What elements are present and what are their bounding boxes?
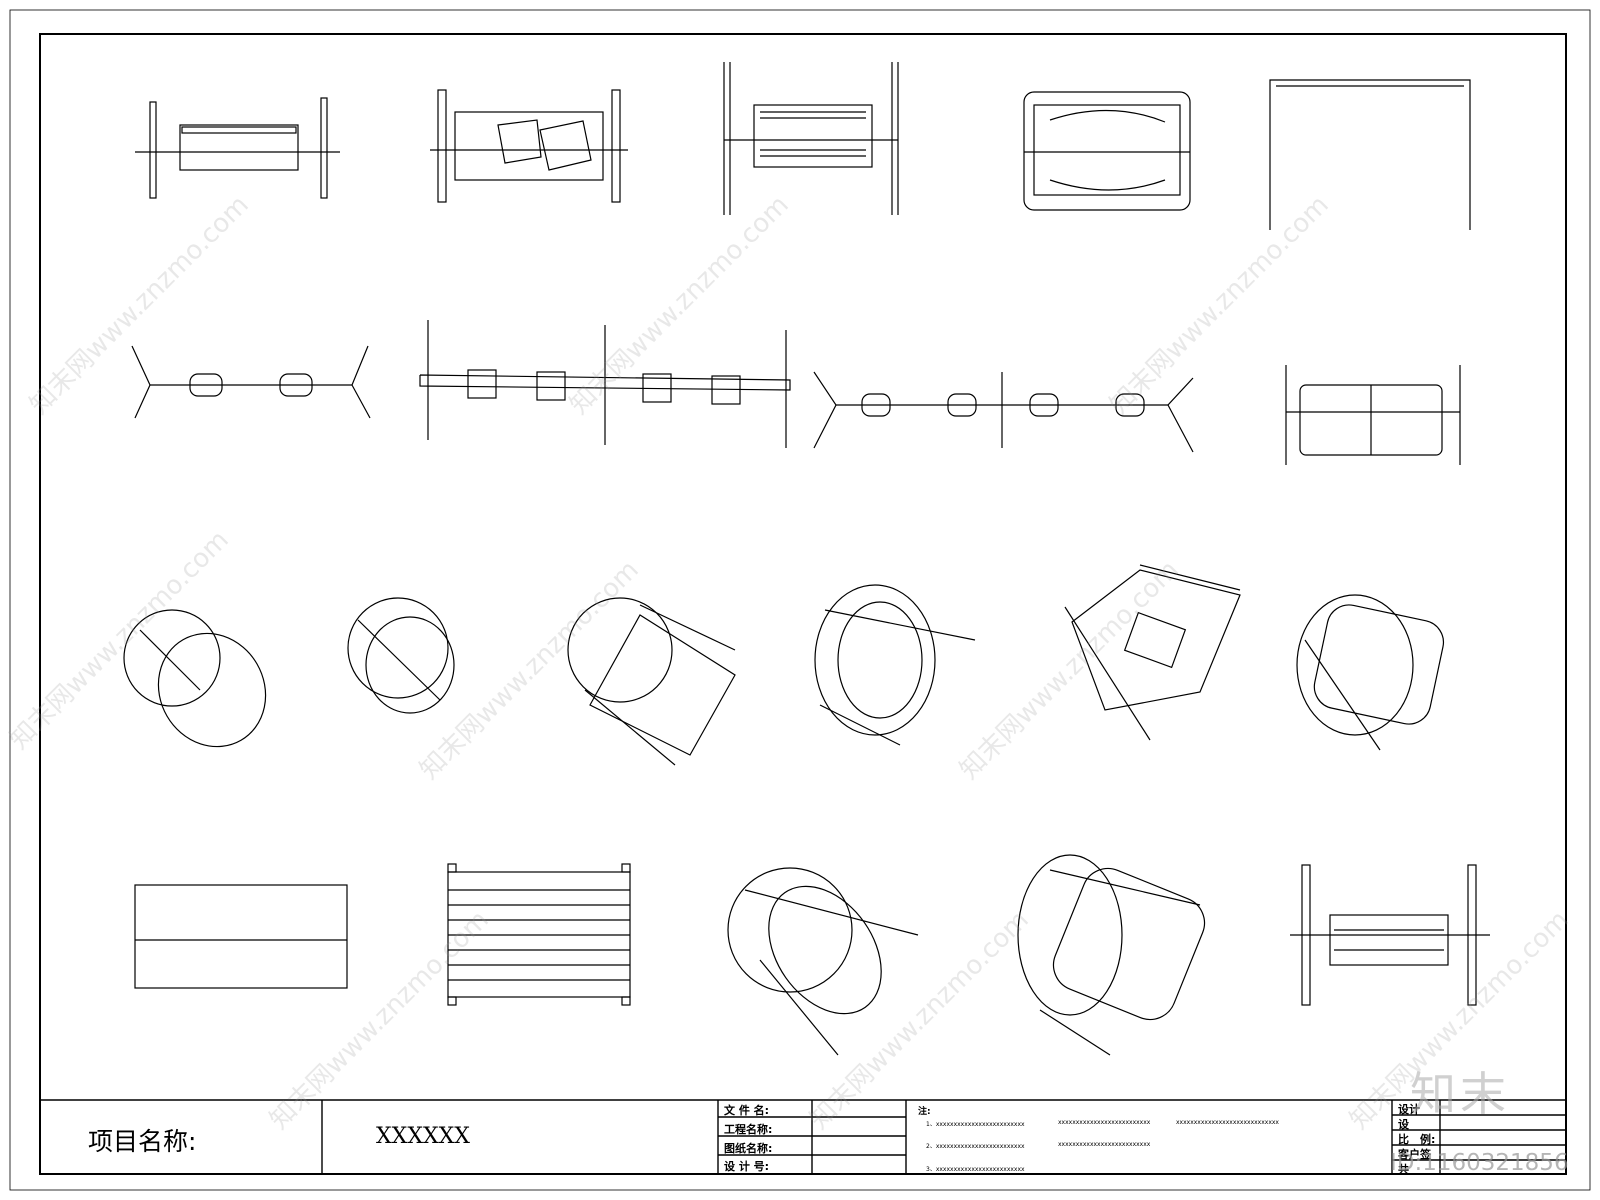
hanging-chair-3 (567, 597, 736, 766)
field-file-name: 文 件 名: (724, 1104, 770, 1117)
swing-plan-3 (723, 62, 899, 215)
hanging-chair-7 (727, 867, 919, 1056)
hanging-chair-6 (1296, 594, 1445, 751)
field-project-name: 工程名称: (724, 1123, 773, 1136)
swing-plan-4 (1023, 91, 1191, 211)
sofa-swing-plan (1285, 365, 1461, 465)
field-designer: 设 (1398, 1118, 1409, 1131)
swing-frame-1 (1269, 79, 1471, 230)
project-name-value: XXXXXX (376, 1124, 470, 1149)
outer-frame (9, 9, 1591, 1191)
note-line: 1、xxxxxxxxxxxxxxxxxxxxxxxxx (926, 1121, 1025, 1128)
project-name-label: 项目名称: (88, 1127, 197, 1156)
swing-elevation-2 (419, 320, 791, 448)
field-client-sign: 客户签 (1398, 1148, 1431, 1161)
swing-elevation-1 (131, 345, 371, 419)
note-line: xxxxxxxxxxxxxxxxxxxxxxxxxxxxx (1176, 1119, 1279, 1126)
field-scale: 比 例: (1398, 1133, 1436, 1146)
swing-plan-2 (430, 89, 628, 203)
note-line: 3、xxxxxxxxxxxxxxxxxxxxxxxxx (926, 1166, 1025, 1173)
field-drawing-name: 图纸名称: (724, 1142, 773, 1155)
note-line: 2、xxxxxxxxxxxxxxxxxxxxxxxxx (926, 1143, 1025, 1150)
note-line: xxxxxxxxxxxxxxxxxxxxxxxxxx (1058, 1119, 1151, 1126)
note-line: xxxxxxxxxxxxxxxxxxxxxxxxxx (1058, 1141, 1151, 1148)
title-block (40, 1099, 1566, 1174)
image-id-watermark: ID:1160321856 (1390, 1150, 1569, 1176)
hanging-chair-5 (1064, 564, 1241, 741)
table-plan (134, 884, 348, 989)
field-total: 共 (1398, 1163, 1409, 1176)
inner-frame (39, 33, 1567, 1175)
hanging-chair-8 (1017, 854, 1206, 1056)
bench-plan (447, 863, 631, 1006)
swing-elevation-3 (813, 371, 1194, 453)
hanging-chair-1 (123, 609, 267, 748)
field-design-number: 设 计 号: (724, 1160, 770, 1173)
hanging-chair-2 (347, 597, 455, 714)
notes-label: 注: (918, 1107, 931, 1117)
brand-watermark: 知末 (1410, 1067, 1510, 1121)
hanging-chair-4 (814, 584, 976, 746)
field-design: 设计 (1398, 1103, 1420, 1116)
swing-plan-5 (1290, 864, 1490, 1006)
swing-plan-1 (135, 97, 340, 199)
